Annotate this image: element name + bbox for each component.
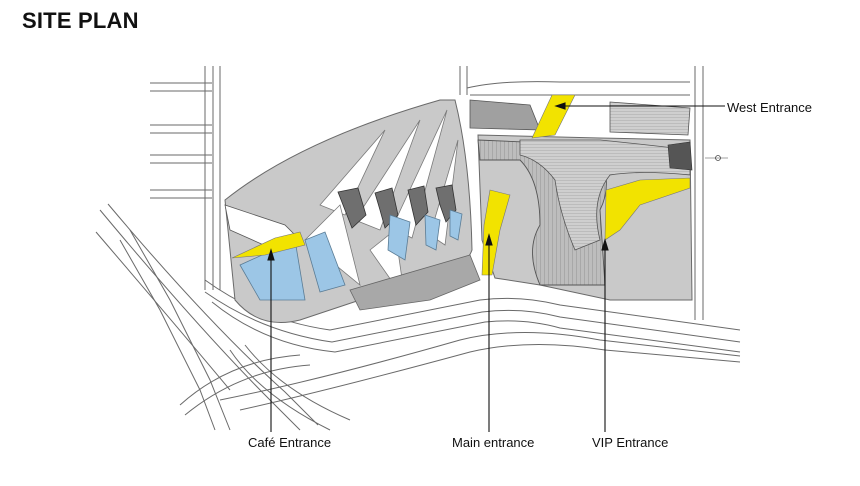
west-entrance-zone [531, 94, 576, 139]
east-kiosk [667, 141, 693, 171]
lower-plaza [349, 254, 481, 311]
north-building [469, 99, 541, 131]
leader-lines [267, 102, 725, 432]
street-lines [95, 66, 741, 431]
cafe-entrance-zone [231, 231, 306, 259]
cafe-entrance-label: Café Entrance [248, 435, 332, 450]
north-building-east [609, 101, 691, 136]
page-title: SITE PLAN [22, 8, 139, 33]
vip-entrance-label: VIP Entrance [592, 435, 669, 450]
main-entrance-label: Main entrance [452, 435, 535, 450]
west-entrance-label: West Entrance [727, 100, 813, 115]
water-features [239, 209, 463, 301]
vip-entrance-zone [604, 177, 691, 241]
